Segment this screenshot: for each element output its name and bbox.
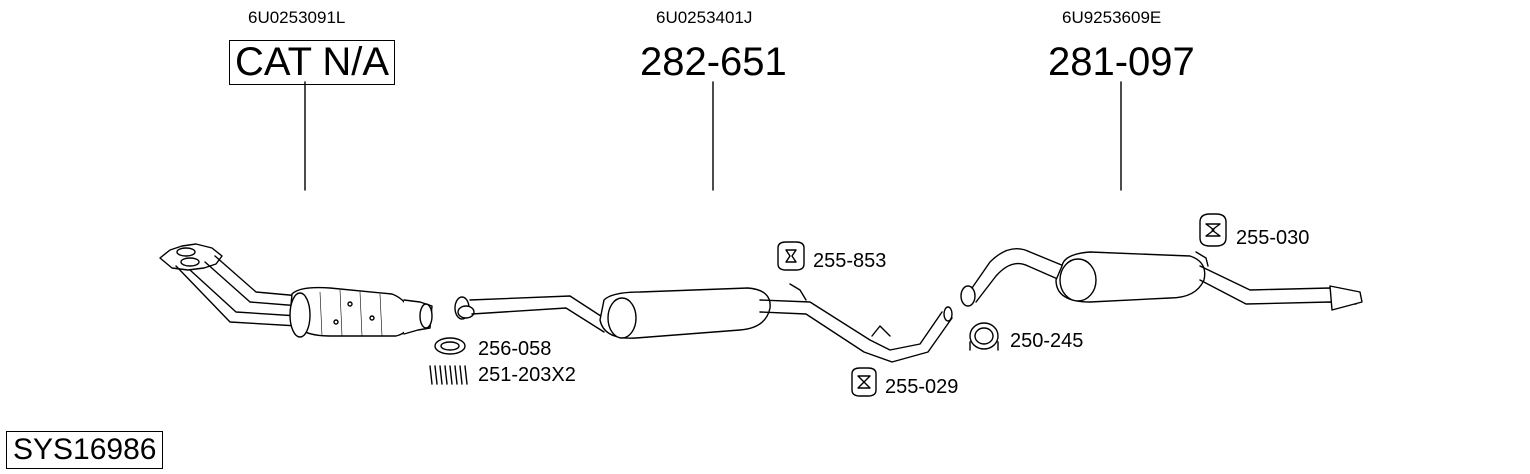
label-clamp: 250-245 <box>1010 330 1084 352</box>
label-rubber-mount-2: 255-029 <box>885 376 959 398</box>
rubber-mount-icon-2 <box>851 367 877 397</box>
label-spring: 251-203X2 <box>478 364 576 386</box>
rear-silencer-assembly <box>960 248 1363 311</box>
gasket-ring-icon <box>434 337 466 355</box>
oe-number-catalyst: 6U0253091L <box>248 8 346 27</box>
rubber-mount-icon-3 <box>1199 213 1227 247</box>
spring-icon <box>429 365 468 385</box>
part-code-middle-silencer: 282-651 <box>640 40 787 84</box>
clamp-icon <box>969 322 999 351</box>
part-code-rear-silencer: 281-097 <box>1048 40 1195 84</box>
middle-silencer-assembly <box>454 283 953 363</box>
label-rubber-mount-3: 255-030 <box>1236 227 1310 249</box>
label-gasket: 256-058 <box>478 338 552 360</box>
part-code-catalyst: CAT N/A <box>229 40 396 85</box>
catalyst-assembly <box>159 243 433 338</box>
oe-number-middle-silencer: 6U0253401J <box>656 8 753 27</box>
system-id: SYS16986 <box>6 431 164 469</box>
rubber-mount-icon-1 <box>777 241 805 271</box>
oe-number-rear-silencer: 6U9253609E <box>1062 8 1162 27</box>
label-rubber-mount-1: 255-853 <box>813 250 887 272</box>
